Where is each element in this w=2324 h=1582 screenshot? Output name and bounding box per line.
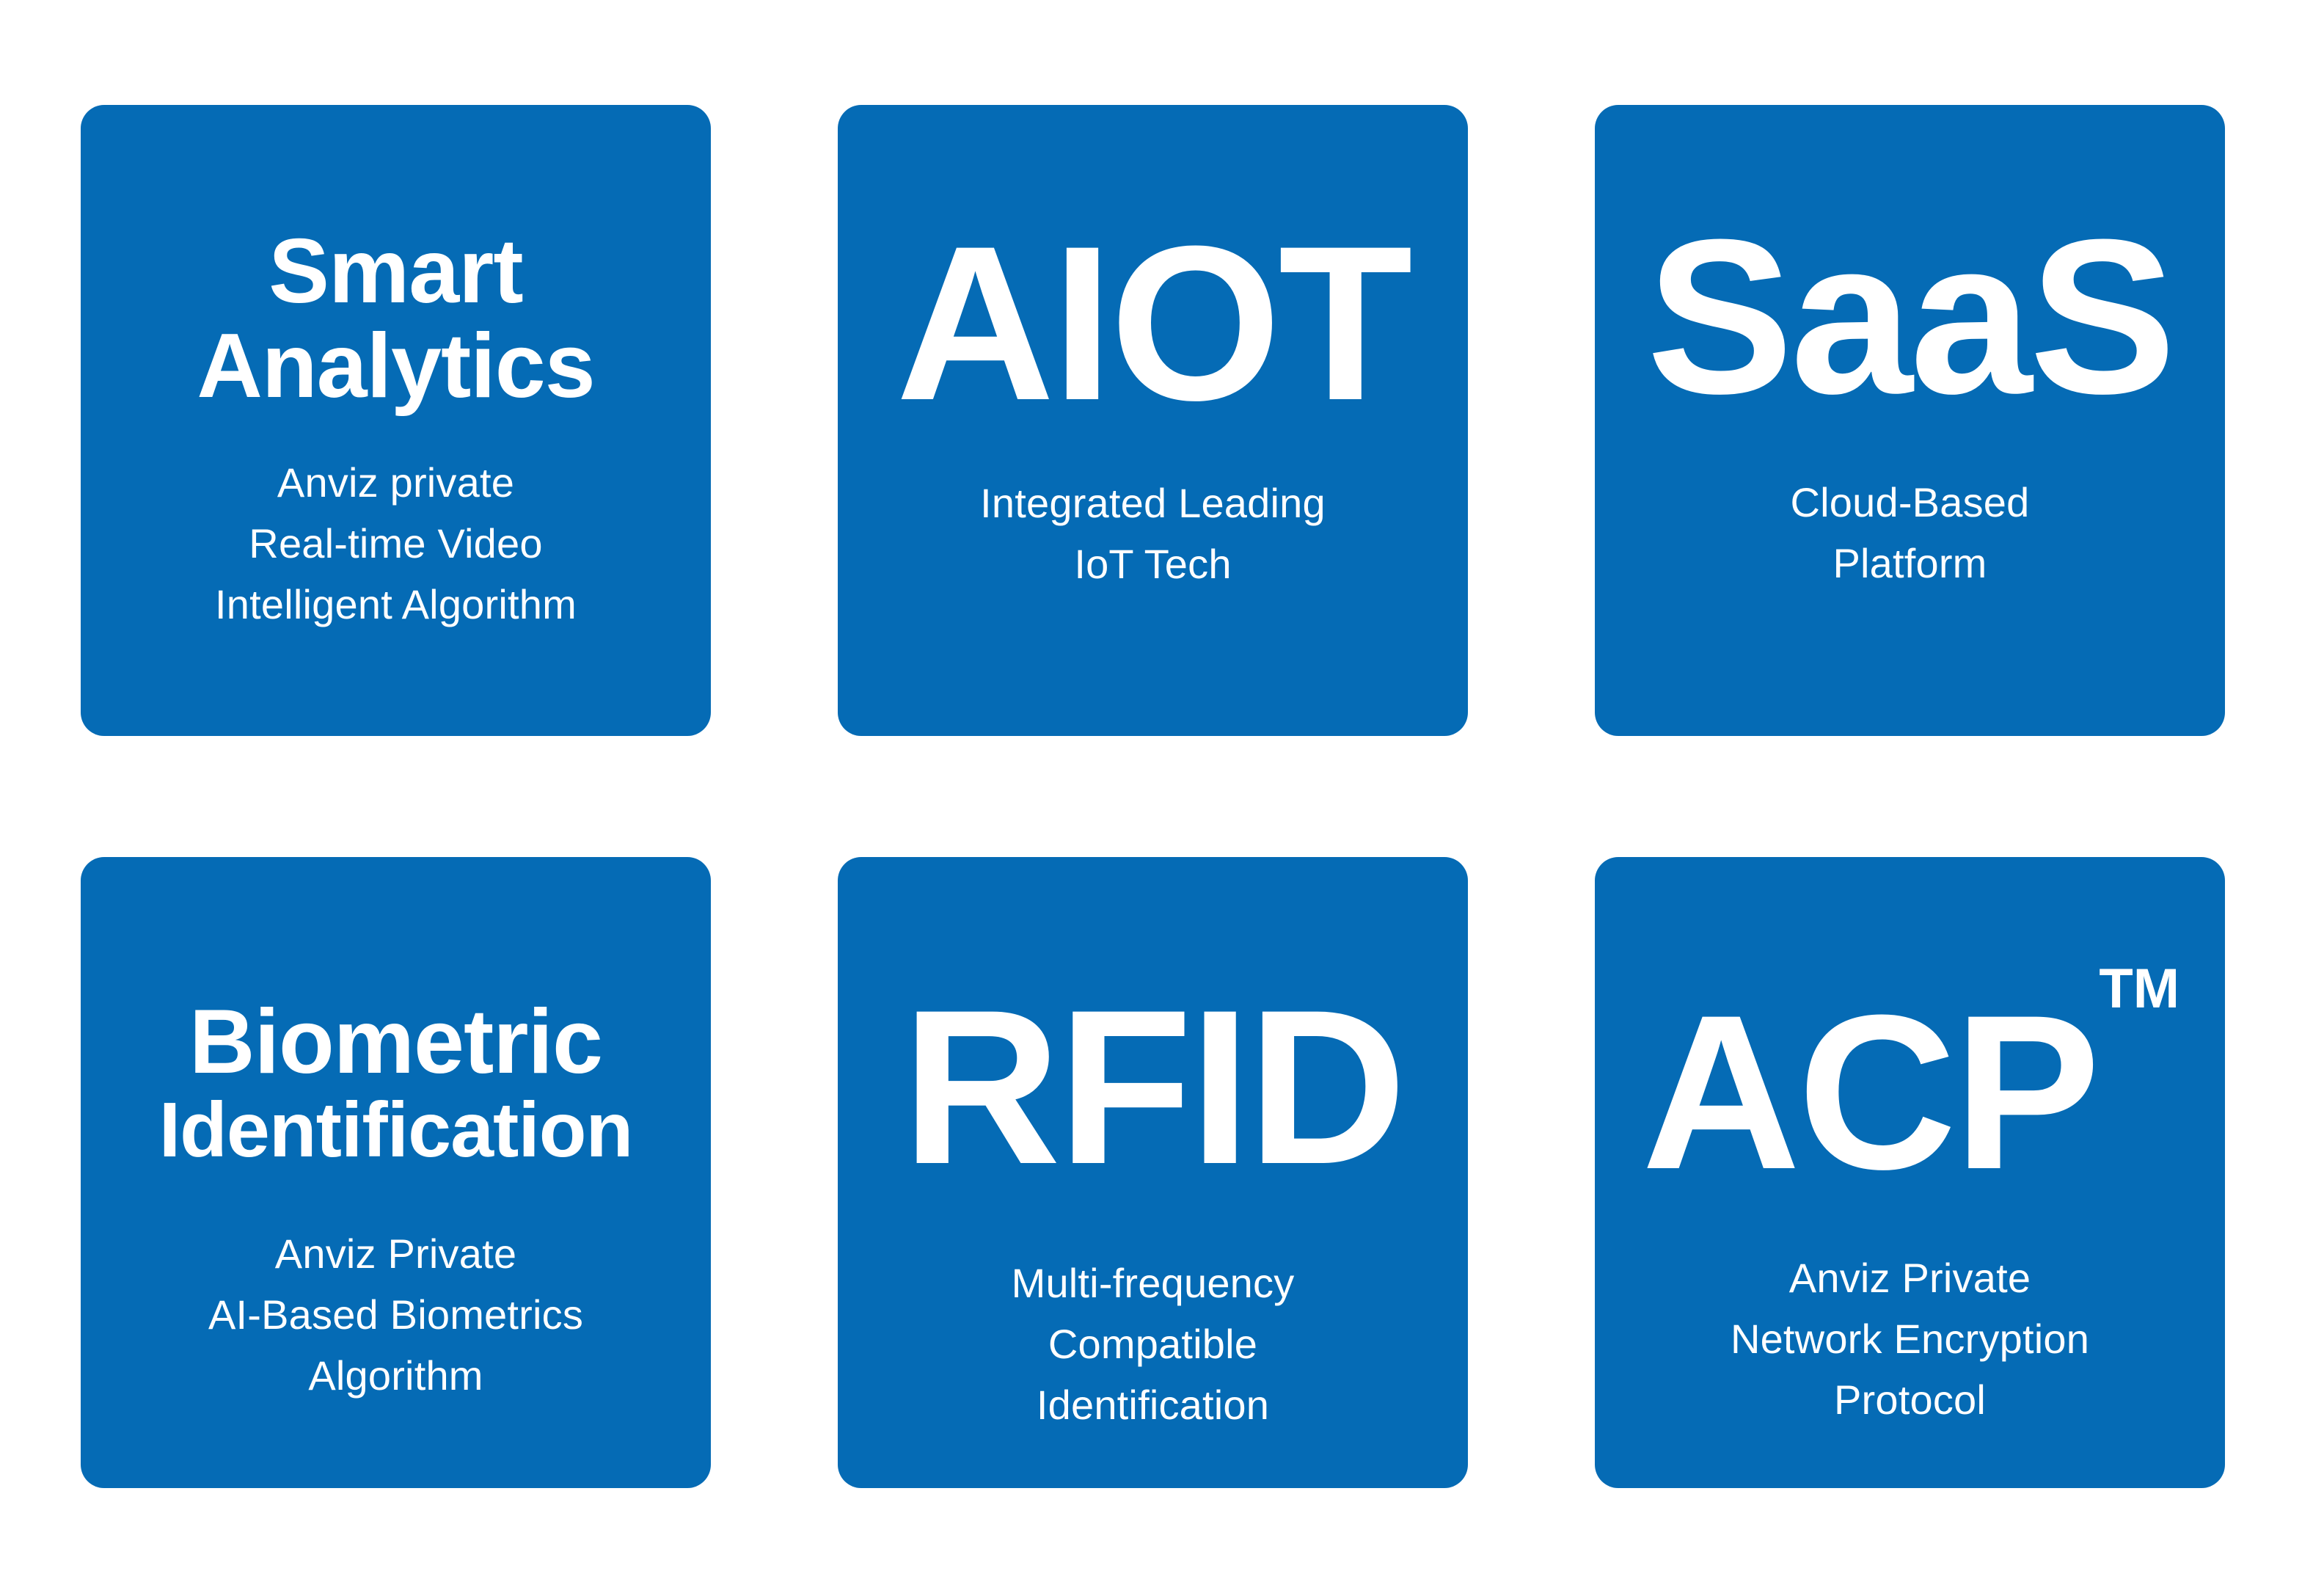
card-title-acp-text: ACP [1641, 969, 2100, 1215]
card-title-saas: SaaS [1646, 193, 2177, 440]
feature-card-rfid[interactable]: RFID Multi-frequency Compatible Identifi… [838, 857, 1468, 1488]
card-title-aiot-wrap: AIOT [838, 213, 1468, 433]
card-subtitle-saas: Cloud-Based Platform [1790, 479, 2030, 586]
card-title-rfid: RFID [902, 963, 1407, 1210]
card-title-line-1: Smart [268, 221, 523, 322]
card-title-aiot: AIOT [896, 200, 1413, 446]
feature-card-biometric-identification[interactable]: Biometric Identification Anviz Private A… [81, 857, 711, 1488]
card-title-acp-wrap: ACPTM [1595, 961, 2225, 1203]
card-title-saas-wrap: SaaS [1595, 206, 2225, 426]
card-title-smart-analytics: Smart Analytics [81, 225, 711, 414]
card-subtitle-aiot: Integrated Leading IoT Tech [980, 480, 1326, 587]
card-title-line-2: Analytics [197, 315, 595, 417]
card-subtitle-smart-analytics: Anviz private Real-time Video Intelligen… [215, 459, 577, 627]
card-title-biometric-identification: Biometric Identification [81, 995, 711, 1173]
trademark-icon: TM [2099, 958, 2180, 1020]
feature-card-saas[interactable]: SaaS Cloud-Based Platform [1595, 105, 2225, 736]
card-title-rfid-wrap: RFID [838, 977, 1468, 1197]
card-title-acp: ACPTM [1642, 961, 2179, 1203]
feature-card-aiot[interactable]: AIOT Integrated Leading IoT Tech [838, 105, 1468, 736]
card-title-line-2: Identification [158, 1086, 634, 1173]
card-title-line-1: Biometric [189, 991, 603, 1093]
feature-card-smart-analytics[interactable]: Smart Analytics Anviz private Real-time … [81, 105, 711, 736]
feature-card-acp[interactable]: ACPTM Anviz Private Network Encryption P… [1595, 857, 2225, 1488]
card-subtitle-rfid: Multi-frequency Compatible Identificatio… [1011, 1260, 1295, 1428]
card-subtitle-acp: Anviz Private Network Encryption Protoco… [1730, 1255, 2090, 1423]
card-subtitle-biometric-identification: Anviz Private AI-Based Biometrics Algori… [208, 1231, 584, 1399]
